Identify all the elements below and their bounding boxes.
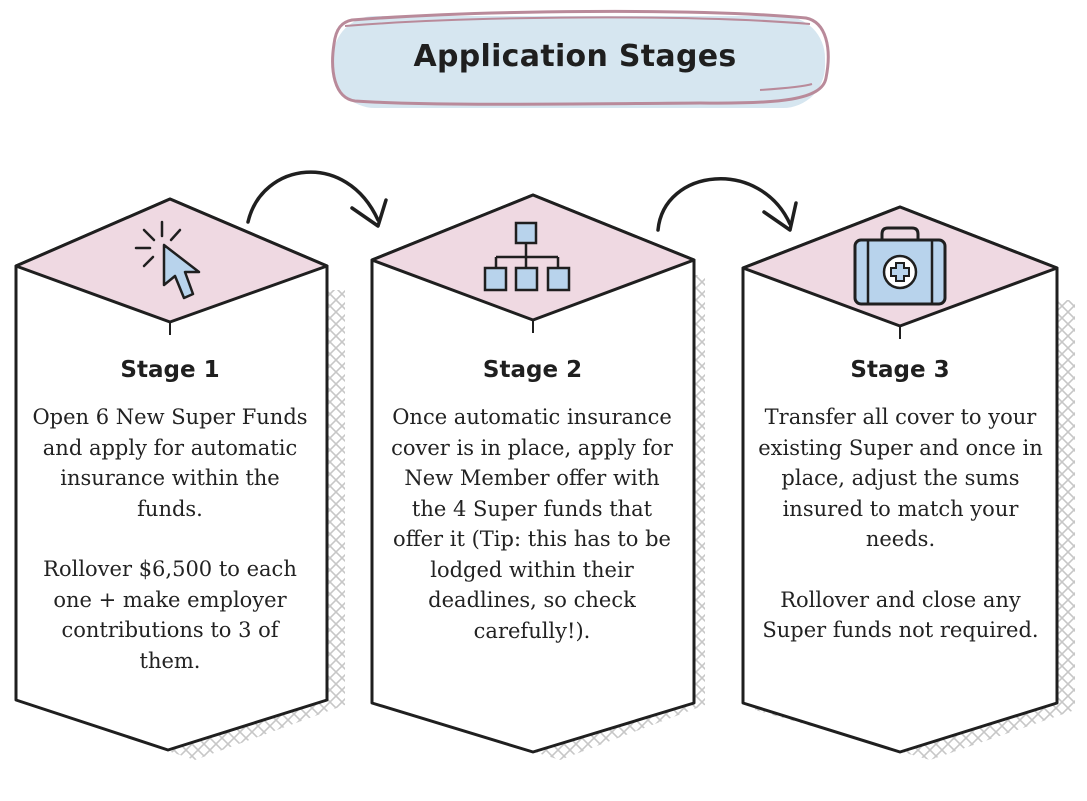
stage-1-heading: Stage 1 <box>120 357 220 383</box>
diagram-title: Application Stages <box>413 39 737 74</box>
stage-3-paragraph: Rollover and close any Super funds not r… <box>762 587 1039 643</box>
title-banner <box>331 9 830 108</box>
stage-1-paragraph: Open 6 New Super Funds and apply for aut… <box>32 405 308 521</box>
arrow-stage-2-to-3 <box>656 177 798 232</box>
stage-1-paragraph: Rollover $6,500 to each one + make emplo… <box>43 557 297 673</box>
stage-2-paragraph: Once automatic insurance cover is in pla… <box>391 405 673 643</box>
arrow-stage-1-to-2 <box>246 170 388 228</box>
org-chart-icon <box>483 221 571 292</box>
stage-1-description: Open 6 New Super Funds and apply for aut… <box>30 402 310 676</box>
stage-2-description: Once automatic insurance cover is in pla… <box>387 402 677 646</box>
stage-2-heading: Stage 2 <box>482 357 583 383</box>
stage-3-heading: Stage 3 <box>850 357 950 383</box>
stage-3-description: Transfer all cover to your existing Supe… <box>758 402 1043 646</box>
cursor-click-icon <box>134 220 201 300</box>
stage-3-paragraph: Transfer all cover to your existing Supe… <box>758 405 1043 551</box>
first-aid-kit-icon <box>853 226 947 306</box>
